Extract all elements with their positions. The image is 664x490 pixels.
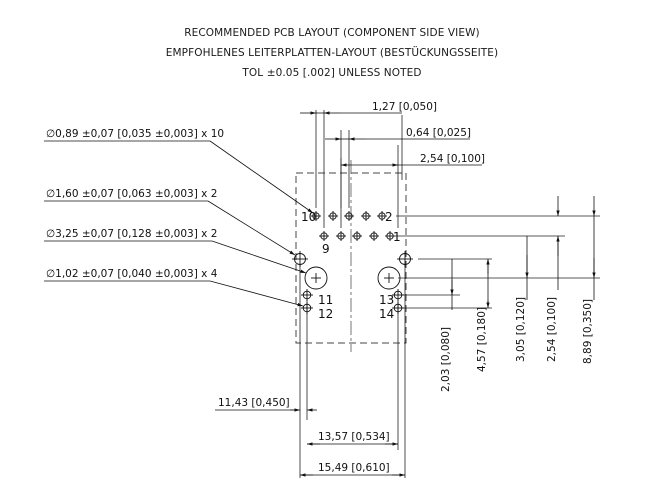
pin-label-14: 14 bbox=[379, 307, 394, 321]
callout-hole-102: ∅1,02 ±0,07 [0,040 ±0,003] x 4 bbox=[46, 268, 218, 280]
title-line-3: TOL ±0.05 [.002] UNLESS NOTED bbox=[242, 67, 422, 79]
dim-label-1357: 13,57 [0,534] bbox=[318, 431, 390, 443]
pin-label-12: 12 bbox=[318, 307, 333, 321]
pin-hole bbox=[344, 211, 354, 221]
pin-hole bbox=[377, 211, 387, 221]
dim-label-305: 3,05 [0,120] bbox=[515, 297, 527, 362]
dim-label-203: 2,03 [0,080] bbox=[440, 327, 452, 392]
dim-label-1143: 11,43 [0,450] bbox=[218, 397, 290, 409]
callout-hole-325: ∅3,25 ±0,07 [0,128 ±0,003] x 2 bbox=[46, 228, 217, 240]
extension-lines bbox=[299, 110, 600, 478]
pin-label-13: 13 bbox=[379, 293, 394, 307]
dim-label-889: 8,89 [0,350] bbox=[582, 299, 594, 364]
pin-hole bbox=[361, 211, 371, 221]
pin-hole bbox=[319, 231, 329, 241]
pin-label-11: 11 bbox=[318, 293, 333, 307]
led-hole bbox=[392, 302, 404, 314]
led-hole bbox=[392, 289, 404, 301]
pin-label-9: 9 bbox=[322, 242, 330, 256]
pin-hole bbox=[369, 231, 379, 241]
dim-label-254v: 2,54 [0,100] bbox=[546, 297, 558, 362]
pin-label-10: 10 bbox=[301, 210, 316, 224]
pin-hole bbox=[385, 231, 395, 241]
callout-hole-160: ∅1,60 ±0,07 [0,063 ±0,003] x 2 bbox=[46, 188, 217, 200]
callout-hole-089: ∅0,89 ±0,07 [0,035 ±0,003] x 10 bbox=[46, 128, 224, 140]
dim-label-457: 4,57 [0,180] bbox=[476, 307, 488, 372]
pin-label-1: 1 bbox=[393, 230, 401, 244]
pin-label-2: 2 bbox=[385, 210, 393, 224]
led-hole bbox=[301, 289, 313, 301]
dim-label-064: 0,64 [0,025] bbox=[406, 127, 471, 139]
led-hole bbox=[301, 302, 313, 314]
title-line-2: EMPFOHLENES LEITERPLATTEN-LAYOUT (BESTÜC… bbox=[165, 47, 499, 59]
pin-hole bbox=[328, 211, 338, 221]
pin-hole bbox=[311, 211, 321, 221]
mounting-hole-large bbox=[304, 266, 328, 290]
mounting-hole-large bbox=[377, 266, 401, 290]
mounting-hole-small bbox=[397, 251, 413, 267]
pin-hole bbox=[352, 231, 362, 241]
dim-label-254: 2,54 [0,100] bbox=[420, 153, 485, 165]
title-line-1: RECOMMENDED PCB LAYOUT (COMPONENT SIDE V… bbox=[184, 27, 480, 39]
pin-hole bbox=[336, 231, 346, 241]
dim-label-1549: 15,49 [0,610] bbox=[318, 462, 390, 474]
mounting-hole-small bbox=[292, 251, 308, 267]
dim-label-127: 1,27 [0,050] bbox=[372, 101, 437, 113]
holes bbox=[292, 211, 413, 314]
